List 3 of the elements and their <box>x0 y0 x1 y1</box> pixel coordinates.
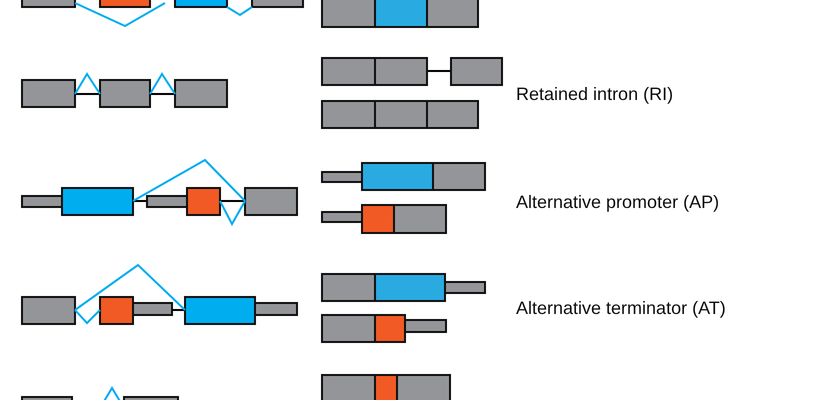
row-label: Alternative terminator (AT) <box>516 298 726 319</box>
row-label: Retained intron (RI) <box>516 84 674 105</box>
row-label: Alternative promoter (AP) <box>516 192 720 213</box>
